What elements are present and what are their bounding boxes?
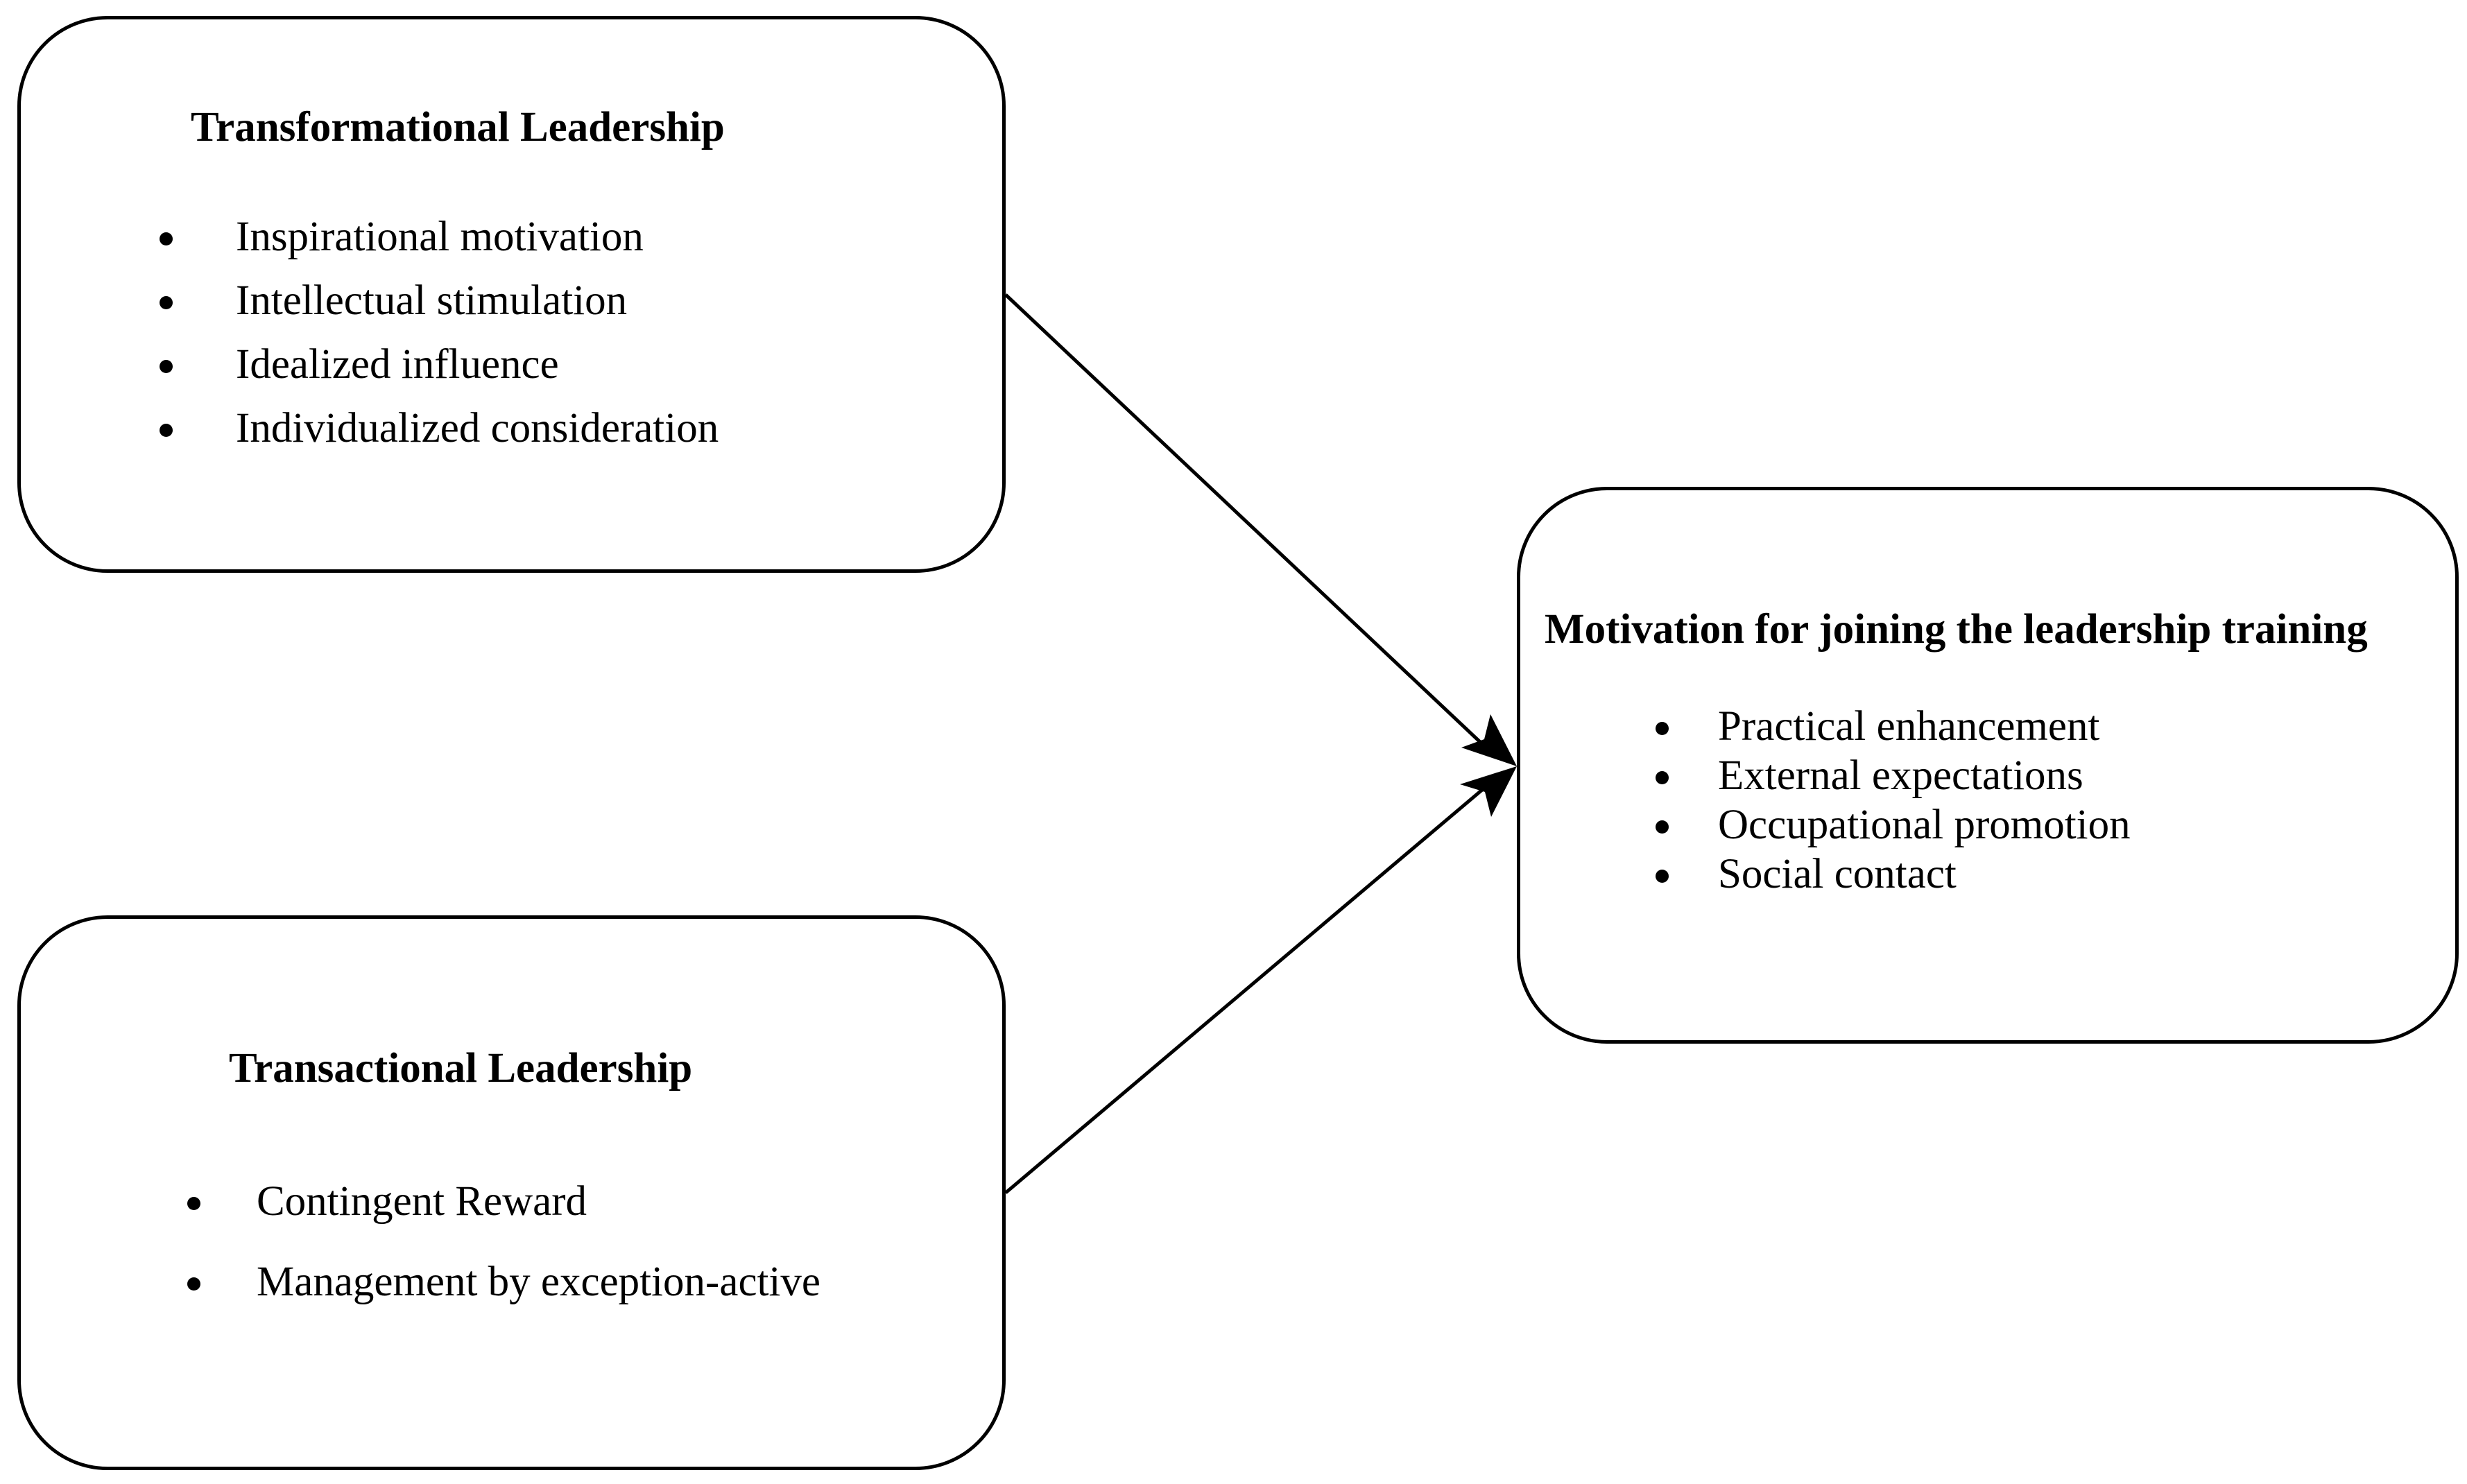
- list-item: Social contact: [1656, 851, 2131, 902]
- bullet-icon: [160, 232, 173, 245]
- list-item: External expectations: [1656, 752, 2131, 804]
- transactional-title: Transactional Leadership: [229, 1045, 693, 1092]
- bullet-icon: [187, 1277, 200, 1291]
- list-item-text: Individualized consideration: [236, 405, 719, 451]
- list-item: Contingent Reward: [187, 1178, 820, 1261]
- list-item-text: Idealized influence: [236, 341, 559, 388]
- list-item-text: Practical enhancement: [1718, 703, 2100, 750]
- list-item-text: Management by exception-active: [257, 1259, 820, 1305]
- list-item-text: Occupational promotion: [1718, 802, 2131, 848]
- list-item: Management by exception-active: [187, 1259, 820, 1341]
- bullet-icon: [1656, 820, 1669, 834]
- motivation-list: Practical enhancement External expectati…: [1656, 703, 2131, 902]
- bullet-icon: [160, 424, 173, 437]
- list-item: Individualized consideration: [160, 405, 719, 471]
- list-item: Intellectual stimulation: [160, 277, 719, 343]
- motivation-title: Motivation for joining the leadership tr…: [1545, 606, 2368, 653]
- transformational-title: Transformational Leadership: [191, 104, 725, 150]
- list-item-text: Intellectual stimulation: [236, 277, 628, 324]
- list-item-text: Contingent Reward: [257, 1178, 587, 1225]
- bullet-icon: [1656, 722, 1669, 735]
- arrowhead-transformational: [1461, 714, 1517, 766]
- bullet-icon: [1656, 771, 1669, 784]
- transactional-leadership-box: Transactional Leadership Contingent Rewa…: [17, 915, 1006, 1470]
- arrowhead-transactional: [1460, 766, 1517, 817]
- transactional-list: Contingent Reward Management by exceptio…: [187, 1178, 820, 1341]
- list-item-text: External expectations: [1718, 752, 2083, 799]
- bullet-icon: [160, 296, 173, 309]
- list-item: Inspirational motivation: [160, 214, 719, 279]
- transformational-leadership-box: Transformational Leadership Inspirationa…: [17, 16, 1006, 573]
- list-item-text: Inspirational motivation: [236, 214, 644, 260]
- list-item-text: Social contact: [1718, 851, 1957, 897]
- list-item: Idealized influence: [160, 341, 719, 407]
- bullet-icon: [187, 1197, 200, 1210]
- bullet-icon: [1656, 870, 1669, 883]
- list-item: Practical enhancement: [1656, 703, 2131, 754]
- arrow-transactional-to-motivation: [1004, 781, 1493, 1194]
- motivation-box: Motivation for joining the leadership tr…: [1517, 487, 2459, 1044]
- transformational-list: Inspirational motivation Intellectual st…: [160, 214, 719, 471]
- list-item: Occupational promotion: [1656, 802, 2131, 853]
- arrow-transformational-to-motivation: [1004, 293, 1493, 754]
- bullet-icon: [160, 360, 173, 373]
